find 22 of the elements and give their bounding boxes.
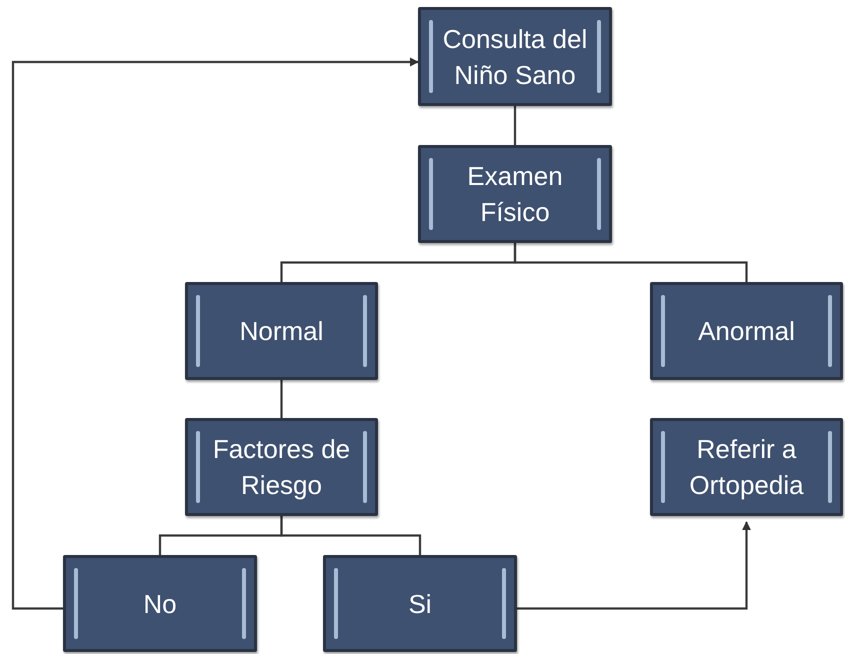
process-box <box>418 7 612 106</box>
node-label: Normal <box>240 315 324 348</box>
node-label: Si <box>408 588 432 620</box>
process-box <box>418 145 612 243</box>
process-box <box>185 282 378 380</box>
node-label: Anormal <box>698 315 795 348</box>
process-box <box>650 282 843 380</box>
connector-line <box>280 380 283 418</box>
arrow <box>517 521 751 610</box>
process-box <box>650 418 843 516</box>
process-box <box>63 555 257 652</box>
node-label: Referir a Ortopedia <box>688 433 805 502</box>
connector-line <box>514 243 748 282</box>
node-label: Examen Físico <box>466 160 564 229</box>
node-label: Consulta del Niño Sano <box>442 22 588 92</box>
arrow <box>12 58 419 610</box>
connector-line <box>280 516 422 555</box>
node-label: Factores de Riesgo <box>212 433 352 502</box>
connector-line <box>514 106 516 145</box>
process-box <box>185 418 378 516</box>
process-box <box>323 555 517 652</box>
node-label: No <box>143 588 177 620</box>
